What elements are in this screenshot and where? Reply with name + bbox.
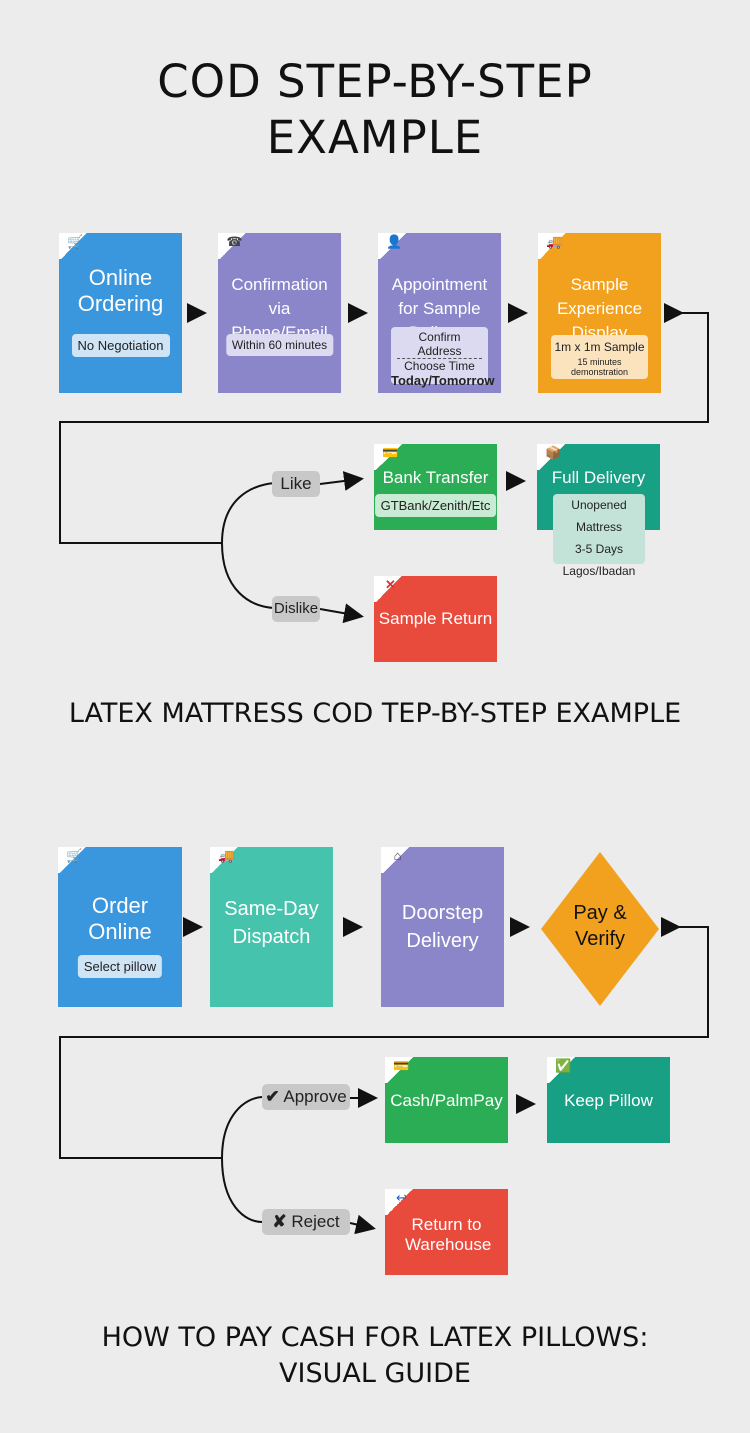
- step-label: Bank Transfer: [382, 468, 489, 487]
- tag-demonstration: 15 minutes demonstration: [570, 357, 629, 377]
- step-keep-pillow: ✅ Keep Pillow: [547, 1057, 670, 1143]
- decision-label: Pay & Verify: [573, 902, 627, 950]
- cross-icon: ✕: [374, 576, 404, 602]
- branch-approve-label: Approve: [283, 1087, 347, 1106]
- house-icon: ⌂: [381, 847, 411, 873]
- check-mark-icon: ✔: [265, 1087, 280, 1106]
- appointment-details: Confirm Address Choose Time Today/Tomorr…: [391, 327, 495, 388]
- step-tag: No Negotiation: [71, 334, 170, 357]
- pos-icon: 💳: [374, 444, 404, 470]
- branch-dislike: Dislike: [272, 596, 320, 622]
- step-label: Order Online: [88, 893, 152, 944]
- step-confirmation: ☎ Confirmation via Phone/Email Within 60…: [218, 233, 341, 393]
- step-label: Same-Day Dispatch: [224, 898, 319, 948]
- step-order-online: 🛒 Order Online Select pillow: [58, 847, 182, 1007]
- step-tag: GTBank/Zenith/Etc: [374, 494, 497, 517]
- subtitle-pillows: HOW TO PAY CASH FOR LATEX PILLOWS: VISUA…: [101, 1322, 649, 1389]
- agent-icon: 👤: [378, 233, 408, 259]
- box-icon: 📦: [537, 444, 567, 470]
- step-cash-palmpay: 💳 Cash/PalmPay: [385, 1057, 508, 1143]
- step-label: Doorstep Delivery: [401, 902, 484, 952]
- step-label: Online Ordering: [77, 265, 164, 316]
- tag-today-tomorrow: Today/Tomorrow: [391, 373, 495, 388]
- step-tag: Select pillow: [77, 955, 163, 978]
- step-label: Full Delivery: [551, 468, 646, 487]
- step-sample-display: 🚚 Sample Experience Display 1m x 1m Samp…: [538, 233, 661, 393]
- sample-details: 1m x 1m Sample 15 minutes demonstration: [551, 335, 648, 379]
- step-appointment: 👤 Appointment for Sample Delivery Confir…: [378, 233, 501, 393]
- step-bank-transfer: 💳 Bank Transfer GTBank/Zenith/Etc: [374, 444, 497, 530]
- page-title: COD STEP-BY-STEP EXAMPLE: [157, 55, 593, 164]
- branch-like: Like: [272, 471, 320, 497]
- cart-icon: 🛒: [58, 847, 88, 873]
- tag-confirm-address: Confirm Address: [397, 330, 482, 359]
- tag-choose-time: Choose Time: [404, 359, 475, 373]
- step-sample-return: ✕ Sample Return: [374, 576, 497, 662]
- decision-diamond: [541, 852, 659, 1006]
- step-return-warehouse: ↩ Return to Warehouse: [385, 1189, 508, 1275]
- phone-icon: ☎: [218, 233, 248, 259]
- branch-reject: ✘ Reject: [262, 1209, 350, 1235]
- tag-unopened: Unopened Mattress: [571, 498, 627, 534]
- step-label: Return to Warehouse: [405, 1215, 492, 1254]
- decision-pay-verify: Pay & Verify: [541, 852, 659, 1006]
- step-online-ordering: 🛒 Online Ordering No Negotiation: [59, 233, 182, 393]
- branch-approve: ✔ Approve: [262, 1084, 350, 1110]
- tag-cities: Lagos/Ibadan: [562, 564, 636, 578]
- step-label: Keep Pillow: [564, 1091, 653, 1110]
- truck-icon: 🚚: [538, 233, 568, 259]
- step-doorstep: ⌂ Doorstep Delivery: [381, 847, 504, 1007]
- cart-icon: 🛒: [59, 233, 89, 259]
- tag-sample-size: 1m x 1m Sample: [554, 340, 645, 354]
- step-tag: Within 60 minutes: [225, 334, 334, 356]
- pos-icon: 💳: [385, 1057, 415, 1083]
- return-icon: ↩: [385, 1189, 415, 1215]
- delivery-details: Unopened Mattress 3-5 Days Lagos/Ibadan: [553, 494, 645, 578]
- check-icon: ✅: [547, 1057, 577, 1083]
- branch-reject-label: Reject: [291, 1212, 340, 1231]
- truck-icon: 🚚: [210, 847, 240, 873]
- tag-days: 3-5 Days: [574, 542, 624, 556]
- step-dispatch: 🚚 Same-Day Dispatch: [210, 847, 333, 1007]
- step-label: Sample Return: [378, 609, 493, 628]
- step-label: Cash/PalmPay: [390, 1091, 503, 1110]
- subtitle-mattress: LATEX MATTRESS COD TEP-BY-STEP EXAMPLE: [68, 698, 682, 729]
- x-mark-icon: ✘: [272, 1212, 287, 1231]
- step-full-delivery: 📦 Full Delivery Unopened Mattress 3-5 Da…: [537, 444, 660, 578]
